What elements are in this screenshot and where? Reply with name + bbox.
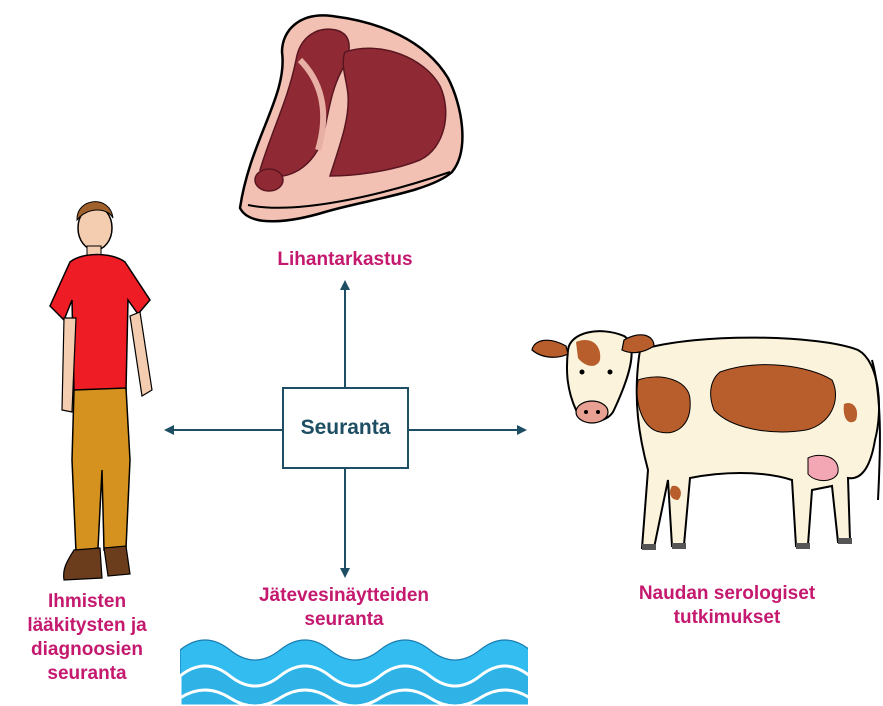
label-line: Naudan serologiset <box>612 582 842 606</box>
label-line: tutkimukset <box>612 606 842 630</box>
label-human-monitoring: Ihmisten lääkitysten ja diagnoosien seur… <box>0 590 174 686</box>
center-box-seuranta: Seuranta <box>282 387 409 469</box>
label-line: lääkitysten ja <box>0 614 174 638</box>
cow-illustration <box>532 331 880 550</box>
label-meat-inspection: Lihantarkastus <box>245 248 445 272</box>
label-line: diagnoosien <box>0 638 174 662</box>
label-cattle-serology: Naudan serologiset tutkimukset <box>612 582 842 630</box>
label-line: seuranta <box>230 608 458 632</box>
center-label: Seuranta <box>301 416 391 440</box>
label-wastewater-monitoring: Jätevesinäytteiden seuranta <box>230 584 458 632</box>
label-line: Jätevesinäytteiden <box>230 584 458 608</box>
steak-illustration <box>240 15 462 221</box>
label-line: Lihantarkastus <box>245 248 445 272</box>
man-illustration <box>50 202 152 580</box>
label-line: Ihmisten <box>0 590 174 614</box>
waves-illustration <box>180 640 530 706</box>
label-line: seuranta <box>0 662 174 686</box>
